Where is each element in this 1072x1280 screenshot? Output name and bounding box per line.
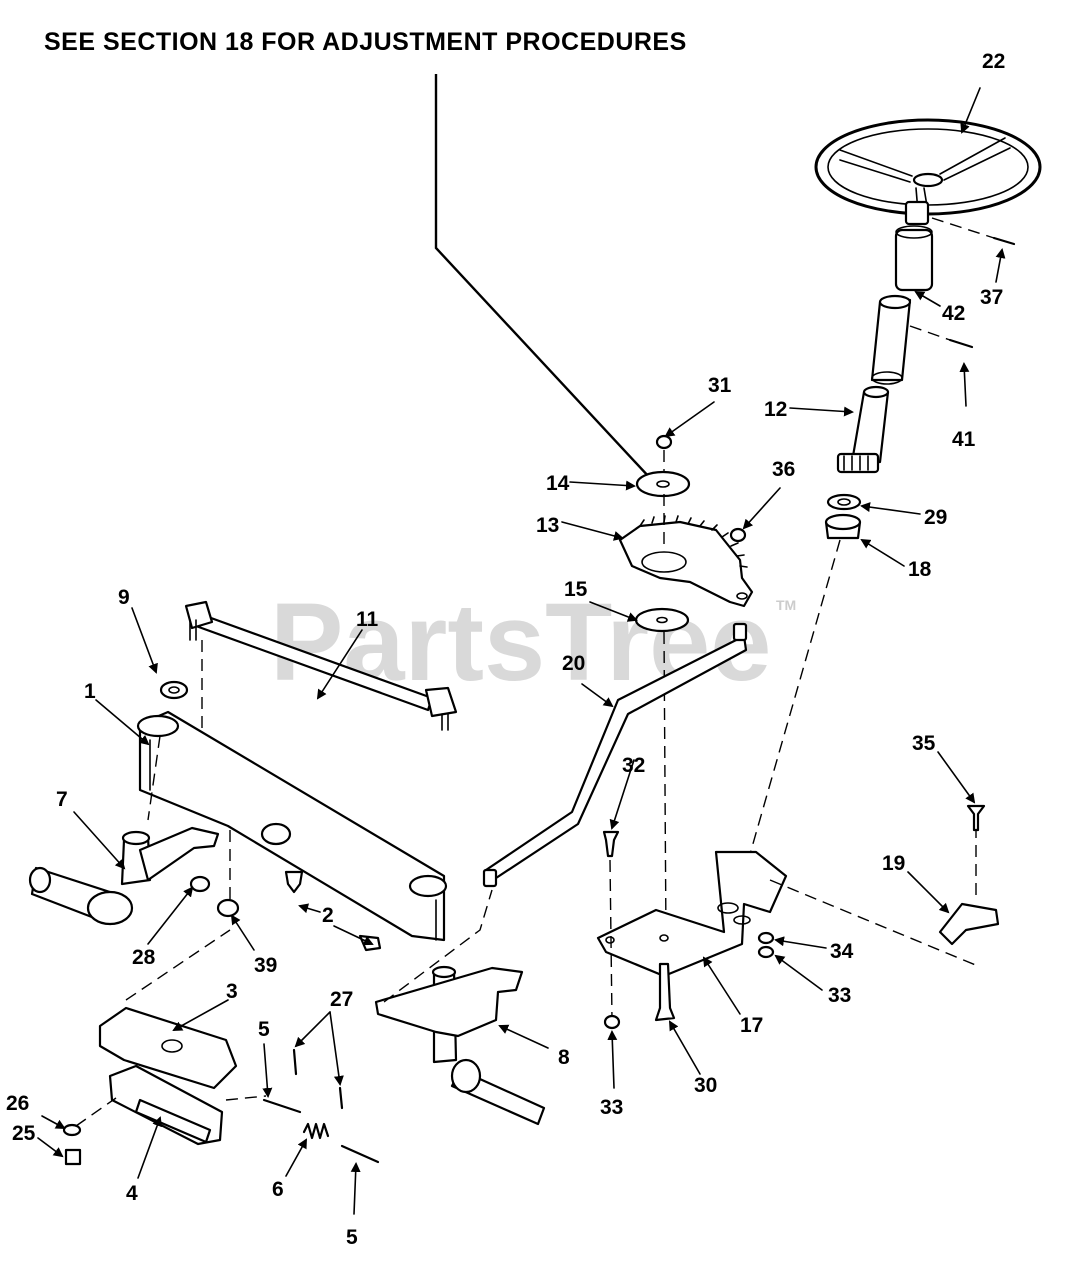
callout-13: 13: [536, 514, 559, 537]
adjustment-note: SEE SECTION 18 FOR ADJUSTMENT PROCEDURES: [44, 28, 687, 56]
steering-bracket-17-part: [596, 850, 788, 978]
callout-6: 6: [272, 1178, 284, 1201]
callout-4: 4: [126, 1182, 138, 1205]
pivot-bracket-4-part: [108, 1064, 224, 1146]
nut-33a-part: [603, 1014, 621, 1030]
callout-14: 14: [546, 472, 570, 495]
callout-32: 32: [622, 754, 645, 777]
callout-5b: 5: [346, 1226, 358, 1249]
callout-19: 19: [882, 852, 905, 875]
pin-5b-part: [340, 1144, 380, 1164]
callout-37: 37: [980, 286, 1003, 309]
callout-22: 22: [982, 50, 1005, 73]
callout-5a: 5: [258, 1018, 270, 1041]
callout-11: 11: [356, 608, 379, 631]
nut-31-part: [655, 434, 673, 450]
callout-25: 25: [12, 1122, 36, 1145]
callout-36: 36: [772, 458, 795, 481]
callout-17: 17: [740, 1014, 763, 1037]
nut-34-part: [757, 931, 775, 945]
leader-arrows: [37, 87, 1006, 1215]
watermark-trademark: TM: [776, 597, 796, 613]
adjustment-leader-line: [434, 74, 651, 479]
screw-32-part: [602, 830, 620, 858]
callout-9: 9: [118, 586, 130, 609]
callout-18: 18: [908, 558, 932, 581]
roll-pin-41-part: [948, 338, 974, 349]
callout-30: 30: [694, 1074, 717, 1097]
callout-8: 8: [558, 1046, 570, 1069]
callout-31: 31: [708, 374, 732, 397]
callout-26: 26: [6, 1092, 29, 1115]
steering-tube-part: [870, 294, 912, 385]
callout-39: 39: [254, 954, 277, 977]
nut-36-part: [729, 527, 747, 543]
callout-labels: 22 37 42 41 12 31 14 13 36 29 18 15 20 1…: [6, 50, 1005, 1249]
washer-15-part: [634, 607, 690, 633]
callout-33a: 33: [600, 1096, 623, 1119]
watermark-text: PartsTree: [270, 581, 771, 704]
hub-adapter-part: [894, 200, 934, 292]
callout-12: 12: [764, 398, 787, 421]
watermark: PartsTree TM: [270, 581, 796, 704]
spacer-39-part: [216, 898, 240, 918]
callout-20: 20: [562, 652, 585, 675]
callout-34: 34: [830, 940, 854, 963]
callout-3: 3: [226, 980, 238, 1003]
washer-29-part: [826, 493, 862, 511]
bushing-18-part: [824, 513, 862, 540]
washer-14-part: [635, 470, 691, 498]
callout-7: 7: [56, 788, 68, 811]
callout-15: 15: [564, 578, 588, 601]
steering-wheel-part: [814, 118, 1042, 216]
callout-33b: 33: [828, 984, 851, 1007]
callout-41: 41: [952, 428, 976, 451]
callout-2: 2: [322, 904, 334, 927]
bolt-30-part: [654, 962, 676, 1022]
drag-link-20-part: [482, 622, 748, 888]
callout-29: 29: [924, 506, 947, 529]
left-spindle-7-part: [28, 826, 220, 926]
roll-pin-27b-part: [338, 1086, 344, 1110]
pin-5a-part: [262, 1098, 302, 1114]
grease-fitting-2a-part: [284, 870, 304, 894]
callout-27: 27: [330, 988, 353, 1011]
nut-33b-part: [757, 945, 775, 959]
spring-6-part: [302, 1122, 330, 1140]
callout-28: 28: [132, 946, 156, 969]
roll-pin-37-part: [992, 236, 1016, 246]
washer-26-part: [62, 1123, 82, 1137]
callout-42: 42: [942, 302, 965, 325]
washer-29-hole: [837, 498, 851, 506]
screw-35-part: [966, 804, 986, 832]
axle-support-3-part: [98, 1006, 238, 1090]
steering-shaft-pinion-part: [836, 385, 890, 474]
bracket-19-part: [938, 902, 1000, 946]
tie-rod-11-part: [184, 600, 458, 731]
front-axle-1-part: [136, 710, 448, 942]
cap-9-part: [159, 680, 189, 700]
sector-gear-13-part: [618, 515, 754, 608]
roll-pin-27a-part: [292, 1048, 298, 1076]
right-spindle-8-part: [374, 965, 546, 1126]
nut-28-part: [189, 875, 211, 893]
callout-35: 35: [912, 732, 936, 755]
callout-1: 1: [84, 680, 96, 703]
bolt-25-part: [64, 1148, 82, 1166]
